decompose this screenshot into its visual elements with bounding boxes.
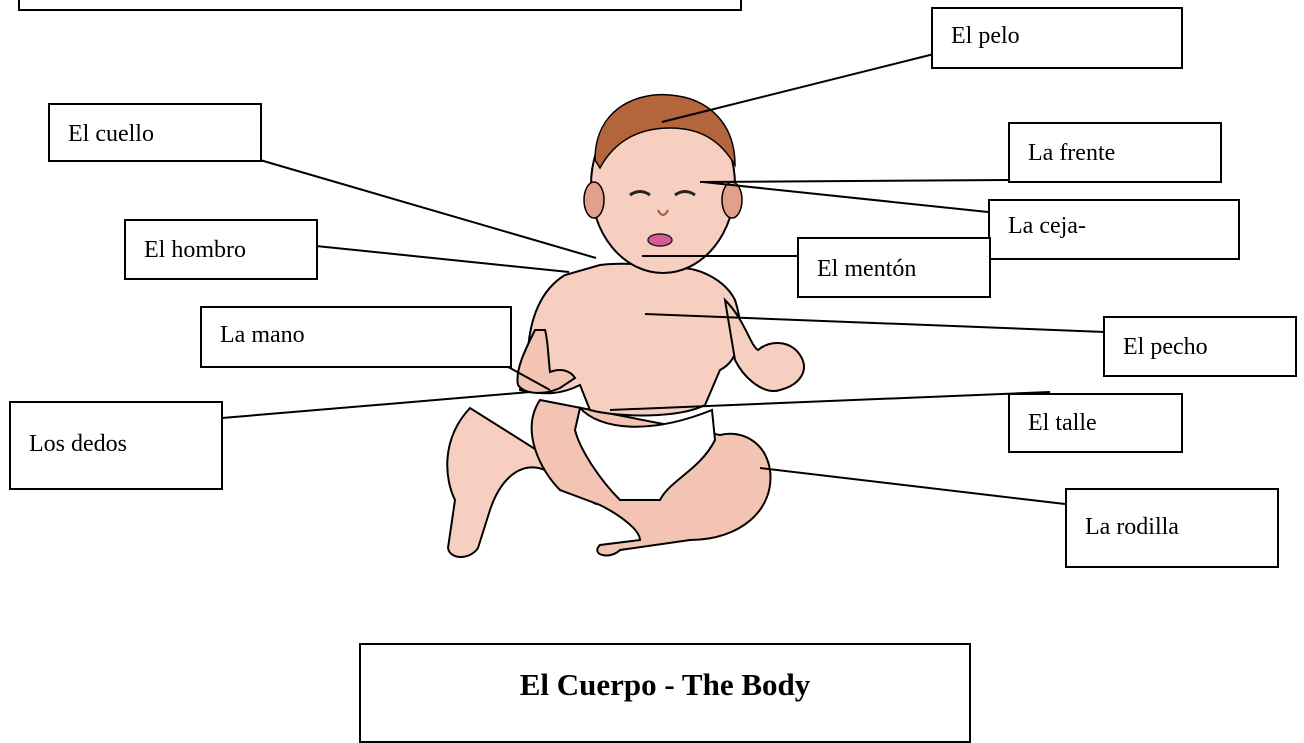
label-ceja: La ceja- [1008,213,1086,240]
label-box-hombro: El hombro [124,219,318,280]
label-box-dedos: Los dedos [9,401,223,490]
line-pelo [662,54,934,122]
label-box-frente: La frente [1008,122,1222,183]
title-box: El Cuerpo - The Body [359,643,971,743]
label-box-pelo: El pelo [931,7,1183,69]
label-mano: La mano [220,322,305,349]
label-rodilla: La rodilla [1085,514,1179,541]
label-pecho: El pecho [1123,334,1208,361]
label-box-ceja: La ceja- [988,199,1240,260]
label-box-menton: El mentón [797,237,991,298]
label-talle: El talle [1028,410,1097,437]
label-hombro: El hombro [144,237,246,264]
label-frente: La frente [1028,140,1115,167]
label-box-rodilla: La rodilla [1065,488,1279,568]
line-rodilla [760,468,1065,504]
line-ceja [703,182,988,212]
label-box-cuello: El cuello [48,103,262,162]
label-cuello: El cuello [68,121,154,148]
label-box-talle: El talle [1008,393,1183,453]
label-pelo: El pelo [951,23,1020,50]
label-dedos: Los dedos [29,431,127,458]
label-menton: El mentón [817,256,916,283]
line-dedos [222,392,530,418]
line-frente [700,180,1008,182]
label-box-mano: La mano [200,306,512,368]
page-title: El Cuerpo - The Body [361,667,969,703]
line-hombro [316,246,569,272]
label-box-pecho: El pecho [1103,316,1297,377]
